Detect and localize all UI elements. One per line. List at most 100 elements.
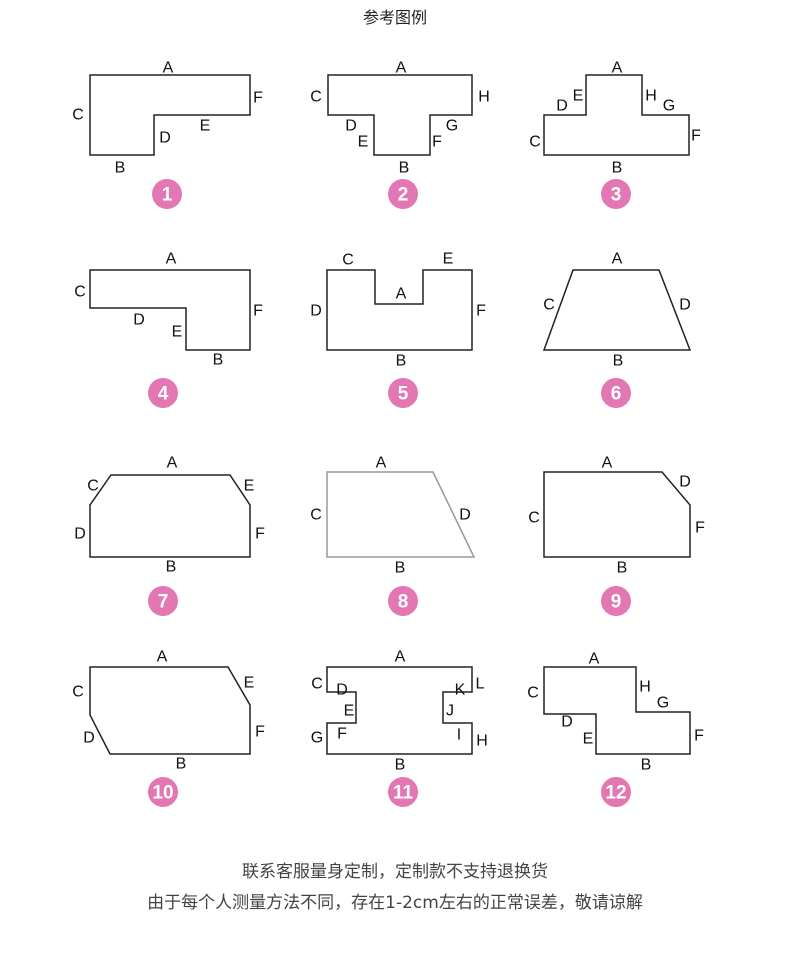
shape-outline-2	[327, 74, 473, 156]
dimension-label-e: E	[244, 675, 255, 692]
dimension-label-b: B	[396, 353, 407, 370]
dimension-label-h: H	[645, 88, 657, 105]
figure-8: A B C D 8	[310, 455, 476, 616]
figure-number-badge	[152, 179, 182, 209]
dimension-label-d: D	[159, 130, 171, 147]
dimension-label-e: E	[200, 118, 211, 135]
dimension-label-f: F	[255, 526, 265, 543]
figure-number-badge	[388, 378, 418, 408]
shape-outline-4	[89, 269, 251, 351]
figure-number: 7	[158, 592, 169, 613]
dimension-label-h: H	[639, 679, 651, 696]
dimension-label-d: D	[336, 682, 348, 699]
dimension-label-f: F	[691, 128, 701, 145]
figure-number: 1	[162, 185, 173, 206]
dimension-label-d: D	[459, 507, 471, 524]
shape-outline-9	[543, 471, 691, 558]
dimension-label-c: C	[311, 676, 323, 693]
dimension-label-f: F	[255, 724, 265, 741]
figure-number-badge	[388, 179, 418, 209]
custom-order-note: 联系客服量身定制，定制款不支持退换货	[242, 862, 548, 882]
shape-outline-5	[326, 269, 473, 351]
figure-number: 10	[152, 783, 173, 804]
dimension-label-c: C	[310, 507, 322, 524]
dimension-label-g: G	[663, 98, 675, 115]
dimension-label-b: B	[395, 757, 406, 774]
dimension-label-b: B	[617, 560, 628, 577]
dimension-label-b: B	[612, 160, 623, 177]
dimension-label-e: E	[172, 324, 183, 341]
dimension-label-a: A	[395, 649, 406, 666]
dimension-label-d: D	[556, 98, 568, 115]
dimension-label-c: C	[342, 252, 354, 269]
dimension-label-c: C	[528, 510, 540, 527]
figure-number-badge	[388, 586, 418, 616]
dimension-label-g: G	[311, 730, 323, 747]
dimension-label-d: D	[133, 312, 145, 329]
dimension-label-a: A	[589, 651, 600, 668]
dimension-label-e: E	[443, 251, 454, 268]
dimension-label-f: F	[432, 134, 442, 151]
dimension-label-a: A	[167, 455, 178, 472]
shape-outline-7	[89, 474, 251, 558]
dimension-label-a: A	[166, 251, 177, 268]
figure-number: 4	[158, 384, 169, 405]
dimension-label-c: C	[72, 684, 84, 701]
shape-outline-3	[543, 74, 690, 156]
dimension-label-c: C	[87, 478, 99, 495]
dimension-label-e: E	[344, 703, 355, 720]
dimension-label-c: C	[529, 134, 541, 151]
shape-outline-10	[89, 666, 251, 755]
shape-outline-11	[326, 666, 473, 755]
dimension-label-f: F	[694, 728, 704, 745]
figure-number-badge	[388, 777, 418, 807]
dimension-label-a: A	[157, 649, 168, 666]
page-title: 参考图例	[362, 8, 427, 27]
dimension-label-b: B	[176, 756, 187, 773]
dimension-label-e: E	[358, 134, 369, 151]
dimension-label-g: G	[657, 695, 669, 712]
dimension-label-g: G	[446, 118, 458, 135]
dimension-label-a: A	[376, 455, 387, 472]
dimension-label-k: K	[455, 682, 466, 699]
figure-number: 6	[611, 384, 622, 405]
dimension-label-e: E	[573, 88, 584, 105]
measurement-error-note: 由于每个人测量方法不同，存在1-2cm左右的正常误差，敬请谅解	[147, 893, 643, 913]
dimension-label-a: A	[612, 251, 623, 268]
dimension-label-f: F	[253, 90, 263, 107]
figure-number: 12	[605, 783, 626, 804]
dimension-label-c: C	[72, 107, 84, 124]
dimension-label-c: C	[543, 297, 555, 314]
dimension-label-b: B	[395, 560, 406, 577]
figure-number: 2	[398, 185, 409, 206]
dimension-label-e: E	[244, 478, 255, 495]
dimension-label-h: H	[478, 89, 490, 106]
figure-number-badge	[148, 777, 178, 807]
dimension-label-h: H	[476, 733, 488, 750]
dimension-label-f: F	[695, 520, 705, 537]
dimension-label-l: L	[476, 676, 485, 693]
dimension-label-a: A	[602, 455, 613, 472]
dimension-label-d: D	[679, 297, 691, 314]
shape-outline-12	[543, 666, 691, 755]
figure-number-badge	[148, 378, 178, 408]
shape-outline-1	[89, 74, 251, 156]
dimension-label-b: B	[213, 352, 224, 369]
figure-number-badge	[148, 586, 178, 616]
dimension-label-d: D	[74, 526, 86, 543]
dimension-label-a: A	[396, 60, 407, 77]
figure-number: 8	[398, 592, 409, 613]
dimension-label-a: A	[396, 286, 407, 303]
dimension-label-c: C	[310, 89, 322, 106]
dimension-label-b: B	[166, 559, 177, 576]
figure-7: A B C D E F 7	[74, 455, 265, 616]
shape-outline-8	[326, 471, 476, 558]
dimension-label-a: A	[163, 60, 174, 77]
dimension-label-d: D	[310, 303, 322, 320]
